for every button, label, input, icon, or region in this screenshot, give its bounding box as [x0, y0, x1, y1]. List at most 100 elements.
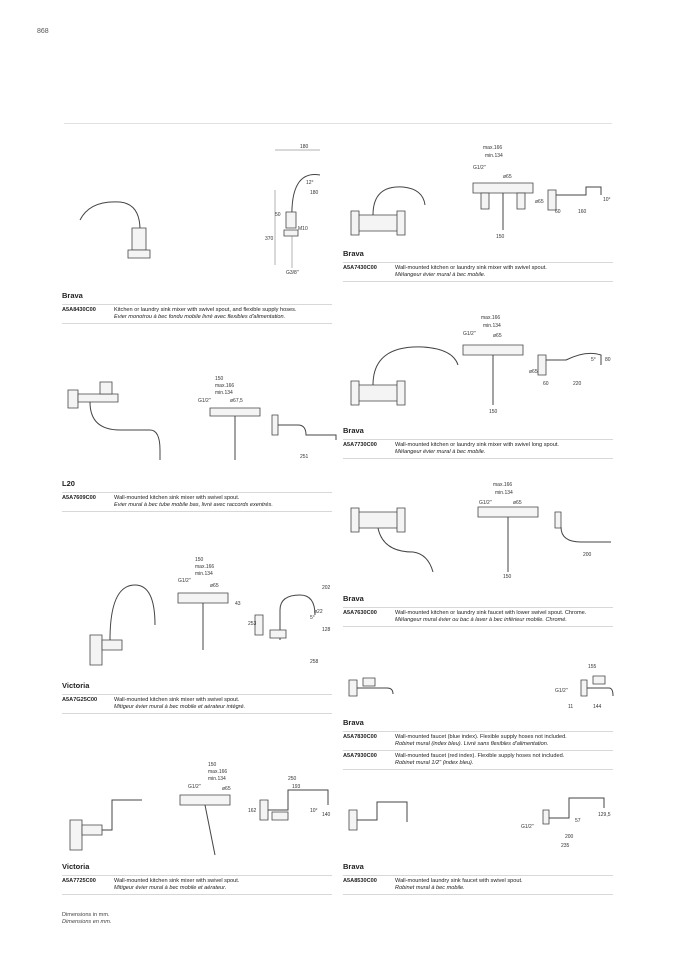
description-fr: Evier mural à bec tube mobile bas, livré… [114, 502, 273, 508]
product-code: A5A7725C00 [62, 878, 96, 884]
description-fr: Mélangeur évier mural à bec mobile. [395, 272, 486, 278]
series-title: Brava [343, 594, 364, 603]
dimensions-note-fr: Dimensions en mm. [62, 919, 112, 925]
dimension-label: ø65 [529, 369, 538, 375]
series-title: Brava [343, 862, 364, 871]
description-en: Wall-mounted kitchen sink mixer with swi… [114, 878, 240, 884]
dimension-label: 150 [503, 574, 512, 580]
dimension-label: ø67,5 [230, 398, 243, 404]
dimension-label: 180 [300, 144, 309, 150]
dimension-label: max.166 [493, 482, 512, 488]
product-row: A5A7609C00 Wall-mounted kitchen sink mixe… [62, 492, 332, 512]
dimension-label: 162 [248, 808, 257, 814]
dimension-label: 160 [578, 209, 587, 215]
product-block-brava-a5a7630c00: Brava A5A7630C00 Wall-mounted kitchen or … [343, 594, 613, 627]
product-code: A5A7430C00 [343, 265, 377, 271]
dimension-label: 43 [235, 601, 241, 607]
description-fr: Mitigeur évier mural à bec mobile et aér… [114, 704, 246, 710]
dimension-label: 202 [322, 585, 331, 591]
top-divider [64, 123, 612, 124]
dimension-label: 12° [306, 180, 314, 186]
series-title: Brava [343, 718, 364, 727]
product-code: A5A7609C00 [62, 495, 96, 501]
dimension-label: 235 [561, 843, 570, 849]
dimensions-note: Dimensions in mm. Dimensions en mm. [62, 912, 111, 926]
dimension-label: 150 [489, 409, 498, 415]
dimension-label: 150 [208, 762, 217, 768]
dimension-label: ø65 [503, 174, 512, 180]
dimension-label: min.134 [195, 571, 213, 577]
dimension-label: 60 [555, 209, 561, 215]
dimension-label: 150 [496, 234, 505, 240]
dimension-label: G3/8" [286, 270, 299, 276]
product-code: A5A8430C00 [62, 307, 96, 313]
description-en: Wall-mounted kitchen or laundry sink mix… [395, 442, 559, 448]
description-en: Wall-mounted kitchen or laundry sink mix… [395, 265, 547, 271]
product-row: A5A7630C00 Wall-mounted kitchen or laundr… [343, 607, 613, 627]
dimension-label: ø65 [493, 333, 502, 339]
dimension-label: 144 [593, 704, 602, 710]
product-code: A5A7730C00 [343, 442, 377, 448]
dimension-label: 155 [588, 664, 597, 670]
description-en: Wall-mounted laundry sink faucet with sw… [395, 878, 523, 884]
dimension-label: min.134 [485, 153, 503, 159]
series-title: Victoria [62, 681, 90, 690]
dimension-label: max.166 [481, 315, 500, 321]
dimension-label: 140 [322, 812, 331, 818]
dimensions-note-en: Dimensions in mm. [62, 912, 110, 918]
product-block-victoria-a5a7725c00: Victoria A5A7725C00 Wall-mounted kitchen … [62, 862, 332, 895]
dimension-label: min.134 [208, 776, 226, 782]
description-en: Kitchen or laundry sink mixer with swive… [114, 307, 297, 313]
dimension-label: ø65 [513, 500, 522, 506]
series-title: Brava [343, 426, 364, 435]
dimension-label: G1/2" [463, 331, 476, 337]
dimension-label: 60 [543, 381, 549, 387]
product-row: A5A7725C00 Wall-mounted kitchen sink mixe… [62, 875, 332, 895]
page-number: 868 [37, 28, 49, 35]
dimension-label: G1/2" [555, 688, 568, 694]
dimension-label: 10° [310, 808, 318, 814]
dimension-label: 200 [565, 834, 574, 840]
product-row: A5A8430C00 Kitchen or laundry sink mixer … [62, 304, 332, 324]
product-code: A5A7630C00 [343, 610, 377, 616]
series-title: Victoria [62, 862, 90, 871]
dimension-label: 57 [575, 818, 581, 824]
description-fr: Robinet mural 1/2" (index bleu). [395, 760, 474, 766]
product-block-brava-a5a7730c00: Brava A5A7730C00 Wall-mounted kitchen or … [343, 426, 613, 459]
dimension-label: 220 [573, 381, 582, 387]
dimension-label: ø65 [210, 583, 219, 589]
description-fr: Robinet mural à bec mobile. [395, 885, 465, 891]
dimension-label: 128 [322, 627, 331, 633]
dimension-label: 250 [288, 776, 297, 782]
dimension-label: G1/2" [521, 824, 534, 830]
description-en: Wall-mounted kitchen sink mixer with swi… [114, 495, 240, 501]
dimension-label: G1/2" [188, 784, 201, 790]
dimension-label: 10° [603, 197, 611, 203]
dimension-label: G1/2" [473, 165, 486, 171]
dimension-label: 80 [605, 357, 611, 363]
dimension-label: 5° [310, 615, 315, 621]
series-title: Brava [62, 291, 83, 300]
dimension-label: ø65 [535, 199, 544, 205]
product-code: A5A7930C00 [343, 753, 377, 759]
dimension-label: max.166 [483, 145, 502, 151]
dimension-label: 50 [275, 212, 281, 218]
dimension-label: min.134 [495, 490, 513, 496]
product-drawing-a5a7430c00: max.166 min.134 G1/2" ø65 ø65 60 160 10° 150 [350, 145, 611, 240]
dimension-label: G1/2" [178, 578, 191, 584]
dimension-label: 370 [265, 236, 274, 242]
description-fr: Evier monotrou à bec fondu mobile livré … [114, 314, 286, 320]
dimension-label: 258 [310, 659, 319, 665]
description-fr: Mélangeur évier mural à bec mobile. [395, 449, 486, 455]
description-en: Wall-mounted kitchen or laundry sink fau… [395, 610, 587, 616]
